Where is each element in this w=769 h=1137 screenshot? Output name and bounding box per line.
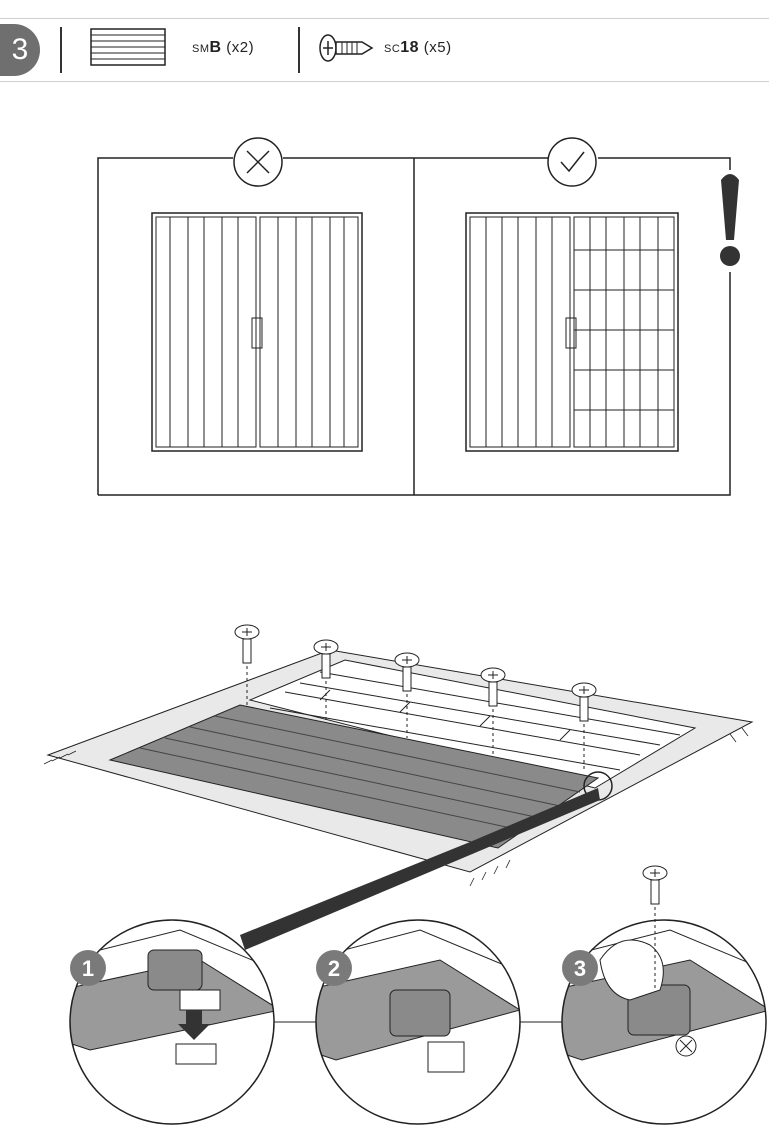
detail-circle-2 [315, 919, 521, 1125]
detail-circle-1 [69, 919, 275, 1125]
step-header: 3 SMB (x2) SC18 (x5) [0, 18, 769, 82]
screw-5 [571, 682, 597, 772]
detail-step-badge-2: 2 [316, 950, 352, 986]
svg-text:3: 3 [574, 956, 586, 981]
detail-screw-3 [642, 865, 668, 990]
wrong-assembly-panels [151, 212, 363, 452]
cross-icon [233, 137, 283, 187]
floor-screws [234, 624, 597, 772]
floor-slat-half [108, 704, 600, 849]
wall-panel-icon [90, 27, 166, 67]
part-label-screw: SC18 (x5) [384, 39, 452, 56]
detail-step-badge-3: 3 [562, 950, 598, 986]
svg-text:2: 2 [328, 956, 340, 981]
detail-step-badge-1: 1 [70, 950, 106, 986]
header-divider [60, 27, 62, 73]
comparison-frame [97, 157, 731, 496]
assembly-illustration: 1 2 3 [43, 137, 767, 1125]
screw-2 [313, 639, 339, 720]
screw-icon [318, 33, 374, 63]
header-divider-2 [298, 27, 300, 73]
step-number-badge: 3 [0, 24, 40, 76]
part-label-panel: SMB (x2) [192, 39, 255, 56]
svg-text:1: 1 [82, 956, 94, 981]
check-icon [547, 137, 597, 187]
screw-4 [480, 667, 506, 755]
screw-1 [234, 624, 260, 705]
exclamation-icon [720, 174, 740, 266]
detail-circle-3 [561, 919, 767, 1125]
screw-3 [394, 652, 420, 738]
zoom-pointer [240, 788, 600, 950]
correct-assembly-panels [465, 212, 679, 452]
